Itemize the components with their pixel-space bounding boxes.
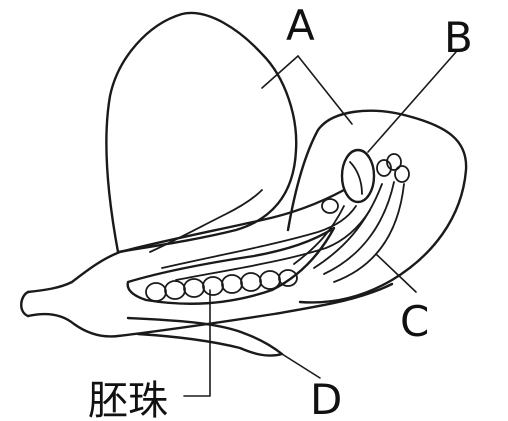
label-a: A	[286, 1, 315, 50]
stamen-filament-4	[334, 184, 404, 282]
petal-left	[106, 13, 296, 252]
ovule-1	[146, 283, 166, 301]
ovule-4	[203, 277, 223, 295]
anther-small-3	[395, 166, 409, 182]
stalk	[21, 292, 28, 316]
label-b: B	[444, 13, 473, 62]
petal-left-base-line	[150, 190, 262, 252]
anther-b-line	[350, 162, 362, 194]
ovule-5	[222, 275, 242, 293]
ovule-2	[165, 281, 185, 299]
leader-ovule	[184, 290, 210, 396]
label-c: C	[400, 297, 429, 346]
ovule-8	[279, 270, 297, 286]
leader-b	[368, 52, 456, 152]
petal-right	[288, 111, 466, 303]
label-ovule: 胚珠	[88, 378, 168, 421]
ovule-6	[241, 273, 261, 291]
sepal-d	[128, 318, 282, 356]
label-d: D	[310, 375, 342, 421]
ovule-7	[260, 271, 280, 289]
anther-b	[342, 150, 374, 202]
leader-a-right	[298, 56, 352, 124]
ovule-3	[184, 279, 204, 297]
ovule-cluster	[146, 270, 297, 301]
anther-small-4	[322, 199, 338, 213]
